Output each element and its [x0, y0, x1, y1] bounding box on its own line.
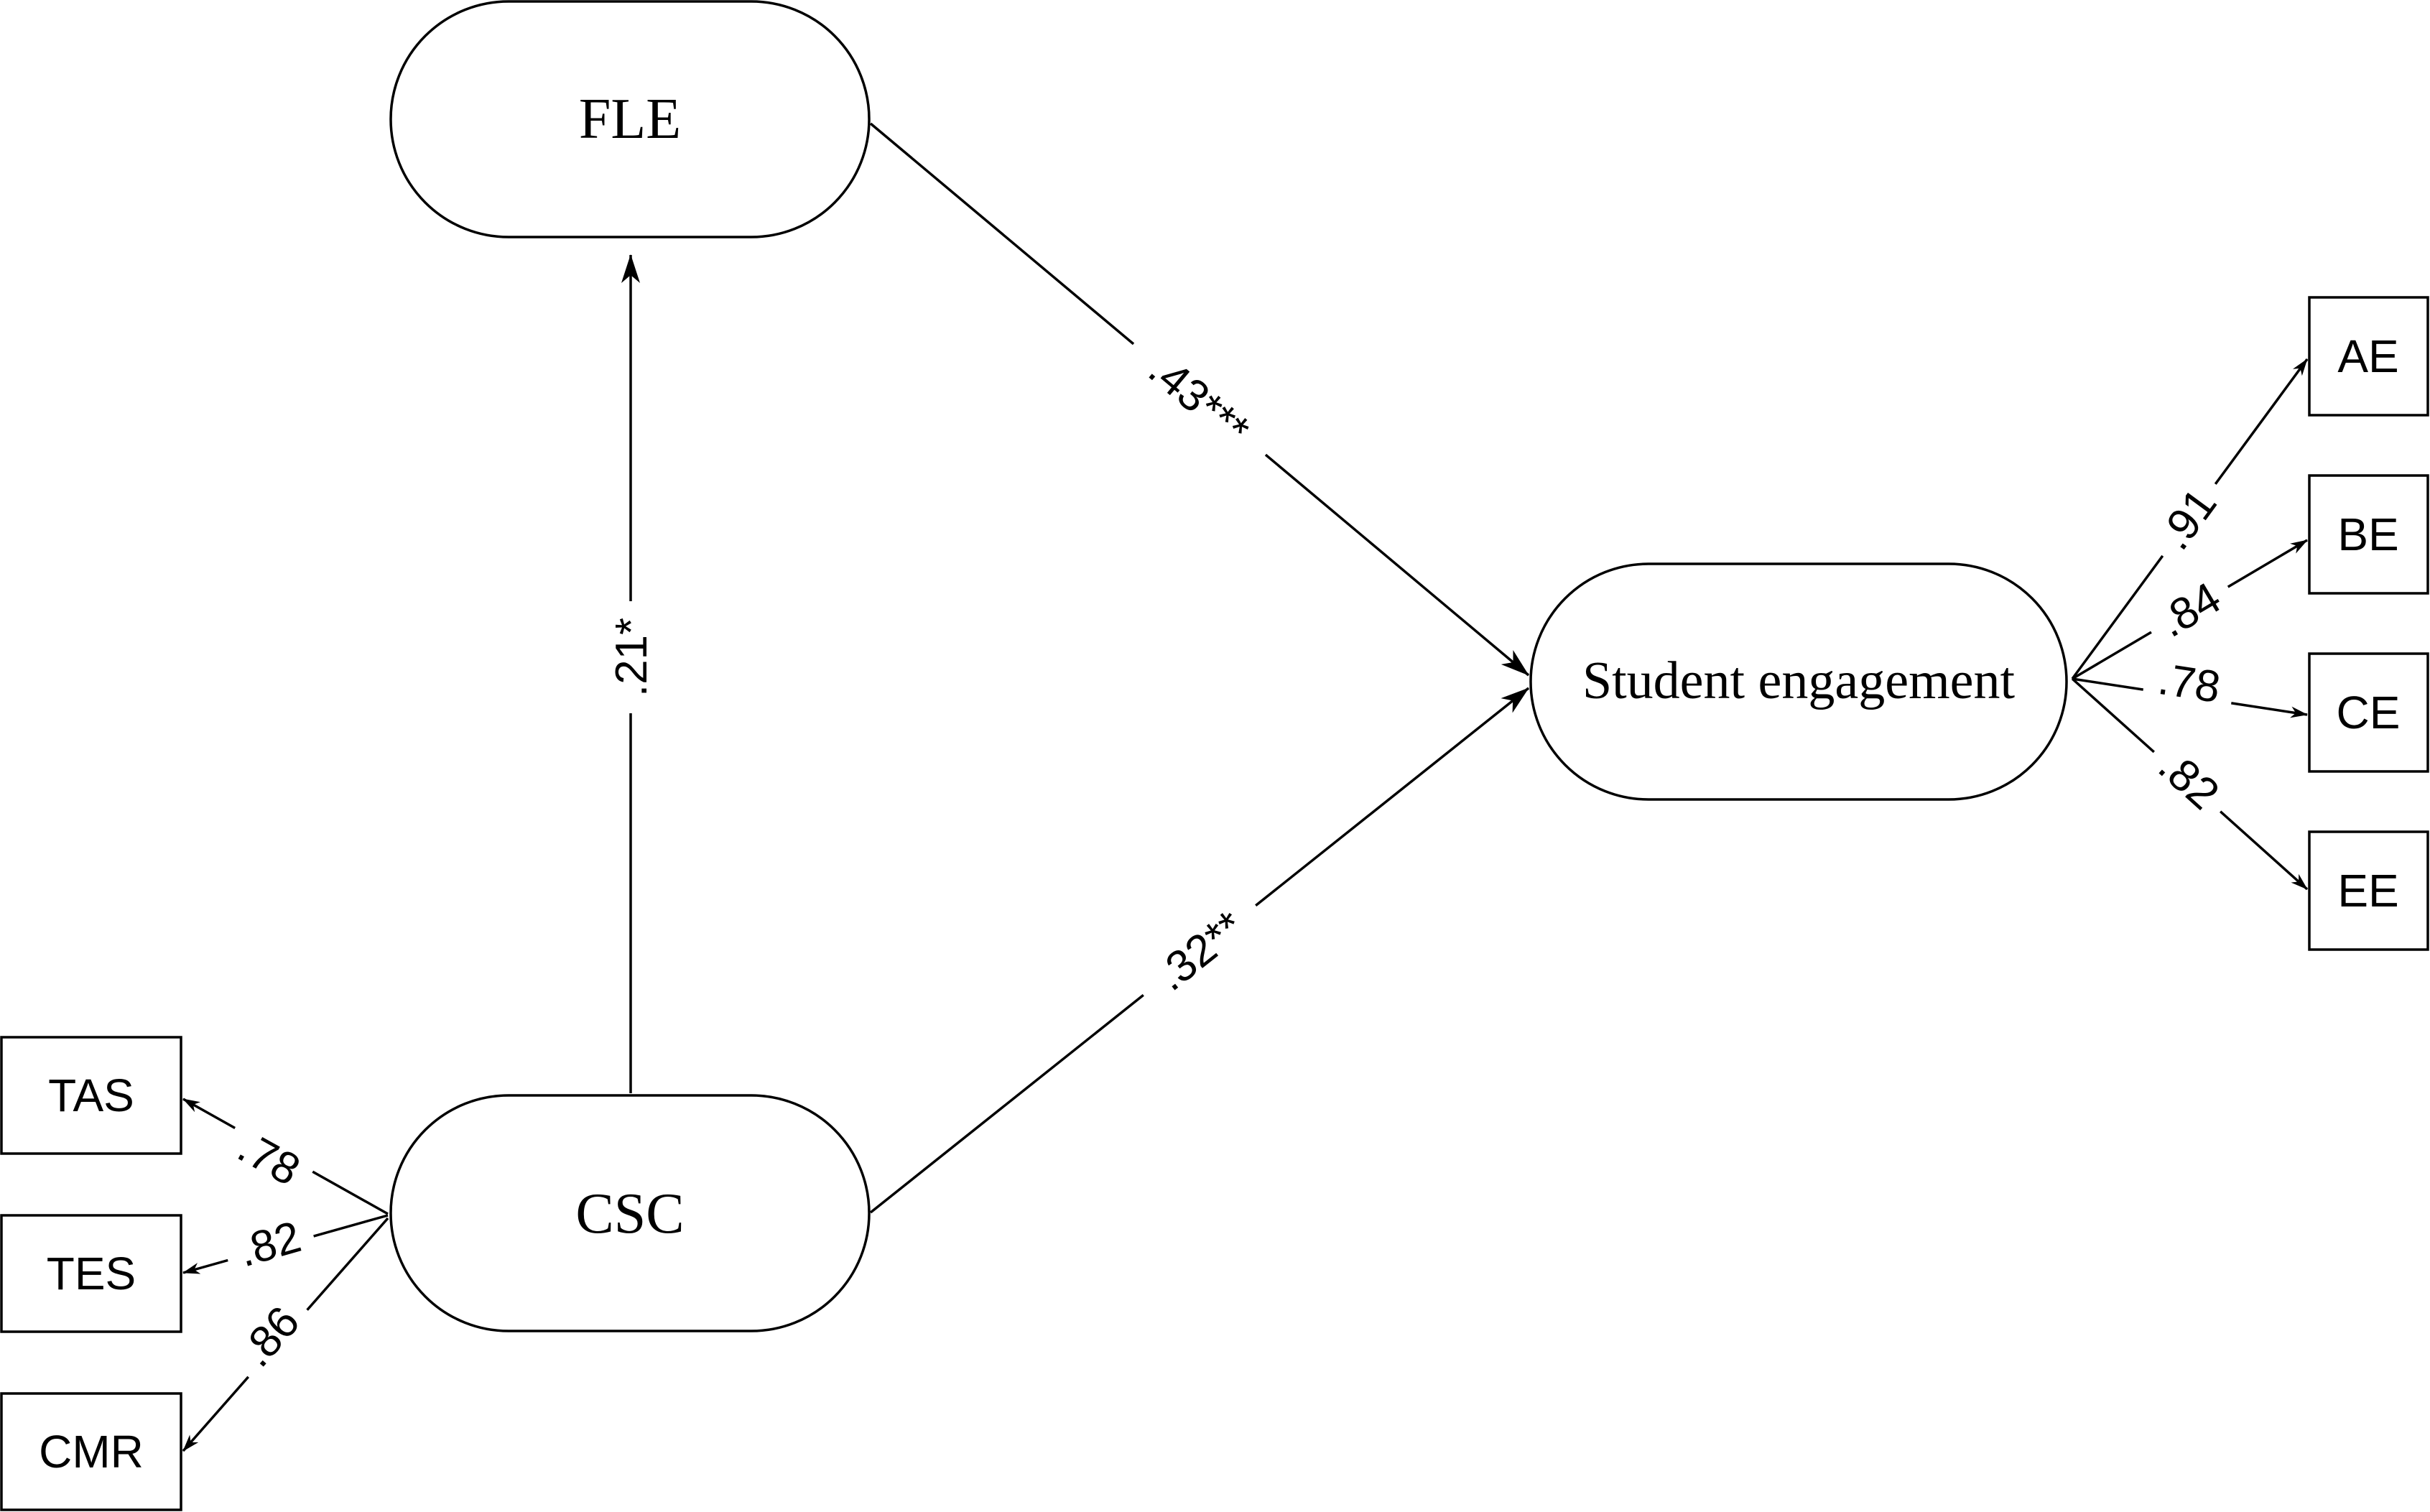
coef-csc-se: .32** — [1126, 884, 1273, 1016]
indicator-ee: EE — [2308, 830, 2429, 951]
indicator-cmr-label: CMR — [39, 1426, 144, 1478]
coef-csc-fle: .21* — [603, 601, 658, 713]
indicator-tes-label: TES — [47, 1248, 136, 1299]
latent-fle-label: FLE — [579, 88, 681, 151]
loading-tes-label: .82 — [233, 1212, 306, 1276]
indicator-be-label: BE — [2337, 509, 2398, 560]
loading-ce-label: .78 — [2155, 654, 2224, 713]
loading-tes-value: .82 — [220, 1207, 319, 1279]
latent-csc-label: CSC — [575, 1182, 684, 1246]
indicator-tas: TAS — [0, 1036, 182, 1155]
loading-ae-value: .91 — [2141, 468, 2234, 570]
loading-be-value: .84 — [2138, 565, 2240, 653]
indicator-ee-label: EE — [2337, 865, 2398, 917]
coef-fle-se: .43*** — [1116, 323, 1284, 476]
latent-student-engagement: Student engagement — [1529, 562, 2068, 801]
indicator-ce: CE — [2308, 652, 2429, 773]
loading-ce-value: .78 — [2141, 651, 2237, 713]
indicator-ae-label: AE — [2337, 330, 2398, 382]
coef-csc-fle-label: .21* — [607, 618, 657, 697]
latent-csc: CSC — [389, 1094, 871, 1332]
latent-fle: FLE — [389, 0, 871, 238]
loading-cmr-value: .86 — [221, 1286, 317, 1386]
indicator-ce-label: CE — [2337, 687, 2401, 738]
indicator-be: BE — [2308, 474, 2429, 595]
indicator-ae: AE — [2308, 296, 2429, 417]
loading-ee-value: .82 — [2140, 731, 2239, 827]
latent-student-engagement-label: Student engagement — [1582, 651, 2016, 710]
indicator-tas-label: TAS — [48, 1070, 134, 1121]
indicator-cmr: CMR — [0, 1392, 182, 1511]
indicator-tes: TES — [0, 1214, 182, 1333]
